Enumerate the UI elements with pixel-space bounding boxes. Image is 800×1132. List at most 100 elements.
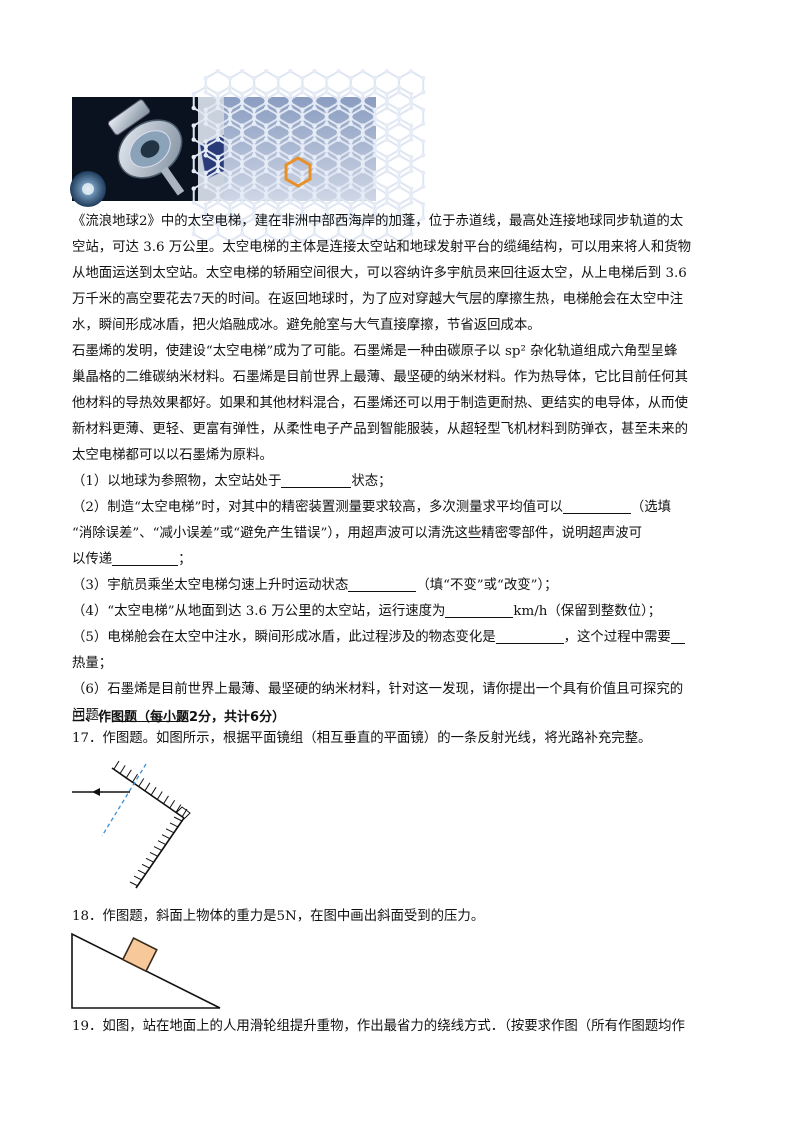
carbon-atom (239, 186, 245, 191)
carbon-atom (239, 168, 245, 174)
carbon-atom (288, 137, 293, 142)
carbon-atom (203, 175, 209, 181)
hatch-mark (144, 782, 151, 792)
carbon-atom (396, 175, 402, 181)
carbon-atom (227, 90, 233, 95)
carbon-atom (300, 216, 305, 221)
passage-line: 《流浪地球2》中的太空电梯，建在非洲中部西海岸的加蓬，位于赤道线，最高处连接地球… (72, 214, 684, 229)
carbon-atom (384, 223, 390, 228)
carbon-atom (203, 121, 208, 126)
carbon-atom (288, 231, 293, 237)
carbon-atom (312, 231, 317, 237)
carbon-atom (251, 216, 257, 221)
answer-blank[interactable] (670, 628, 685, 644)
carbon-atom (215, 223, 221, 228)
carbon-atom (396, 121, 402, 126)
carbon-atom (312, 128, 317, 133)
carbon-atom (372, 76, 378, 81)
carbon-atom (360, 100, 365, 105)
question-2: （2）制造“太空电梯”时，对其中的精密装置测量要求较高，多次测量求平均值可以（选… (72, 498, 672, 515)
carbon-atom (324, 147, 329, 153)
carbon-atom (251, 139, 257, 144)
hatch-mark (157, 840, 167, 846)
carbon-atom (384, 91, 390, 97)
carbon-atom (372, 202, 378, 207)
carbon-atom (360, 186, 365, 191)
carbon-atom (312, 97, 317, 102)
carbon-atom (300, 90, 305, 95)
carbon-atom (191, 231, 196, 237)
carbon-atom (421, 107, 426, 112)
passage-line: 石墨烯的发明，使建设“太空电梯”成为了可能。石墨烯是一种由碳原子以 sp² 杂化… (72, 344, 678, 359)
carbon-atom (396, 207, 402, 212)
carbon-atom (227, 238, 233, 244)
carbon-atom (336, 200, 341, 205)
carbon-atom (360, 123, 365, 128)
carbon-atom (276, 121, 281, 126)
carbon-atom (348, 84, 353, 90)
carbon-atom (215, 97, 221, 102)
carbon-atom (396, 139, 402, 144)
answer-blank[interactable] (112, 550, 179, 566)
hatch-mark (165, 828, 175, 834)
hatch-mark (153, 846, 163, 851)
carbon-atom (324, 90, 329, 95)
carbon-atom (421, 153, 426, 158)
carbon-atom (215, 123, 221, 128)
highlighted-hexagon (284, 156, 312, 188)
carbon-atom (191, 217, 196, 223)
carbon-atom (408, 195, 414, 200)
carbon-atom (360, 132, 365, 137)
carbon-atom (336, 100, 341, 105)
carbon-atom (360, 200, 365, 205)
answer-blank[interactable] (495, 628, 564, 644)
carbon-atom (300, 207, 305, 212)
answer-blank[interactable] (281, 472, 352, 488)
carbon-atom (408, 105, 414, 111)
carbon-atom (215, 91, 221, 97)
carbon-atom (227, 210, 233, 216)
carbon-atom (227, 170, 233, 176)
carbon-atom (396, 202, 402, 207)
carbon-atom (324, 202, 329, 207)
carbon-atom (227, 139, 233, 144)
carbon-atom (203, 153, 208, 158)
carbon-atom (263, 217, 269, 223)
carbon-atom (288, 69, 293, 74)
carbon-atom (336, 132, 341, 137)
carbon-atom (372, 179, 378, 184)
carbon-atom (372, 84, 378, 90)
carbon-atom (191, 105, 196, 111)
carbon-atom (239, 154, 245, 160)
hatch-mark (169, 822, 179, 828)
answer-blank[interactable] (348, 576, 417, 592)
carbon-atom (300, 147, 305, 153)
carbon-atom (263, 69, 269, 74)
carbon-atom (276, 107, 281, 112)
carbon-atom (312, 69, 317, 74)
carbon-atom (288, 105, 293, 111)
question-2-cont: “消除误差”、“减小误差”或“避免产生错误”），用超声波可以清洗这些精密零部件，… (72, 526, 642, 541)
carbon-atom (336, 231, 341, 237)
carbon-atom (312, 160, 317, 165)
answer-blank[interactable] (562, 498, 631, 514)
carbon-atom (263, 105, 269, 111)
carbon-atom (360, 195, 365, 200)
carbon-atom (324, 76, 329, 81)
carbon-atom (263, 163, 269, 169)
carbon-atom (360, 69, 365, 74)
carbon-atom (227, 207, 233, 212)
carbon-atom (312, 223, 317, 228)
carbon-atom (336, 91, 341, 97)
carbon-atom (191, 154, 196, 160)
carbon-atom (288, 154, 293, 160)
carbon-atom (336, 160, 341, 165)
carbon-atom (348, 238, 353, 244)
carbon-atom (396, 84, 402, 90)
answer-blank[interactable] (112, 706, 181, 722)
carbon-atom (384, 231, 390, 237)
carbon-atom (336, 105, 341, 111)
answer-blank[interactable] (445, 602, 514, 618)
carbon-atom (324, 144, 329, 149)
hatch-mark (119, 765, 126, 774)
